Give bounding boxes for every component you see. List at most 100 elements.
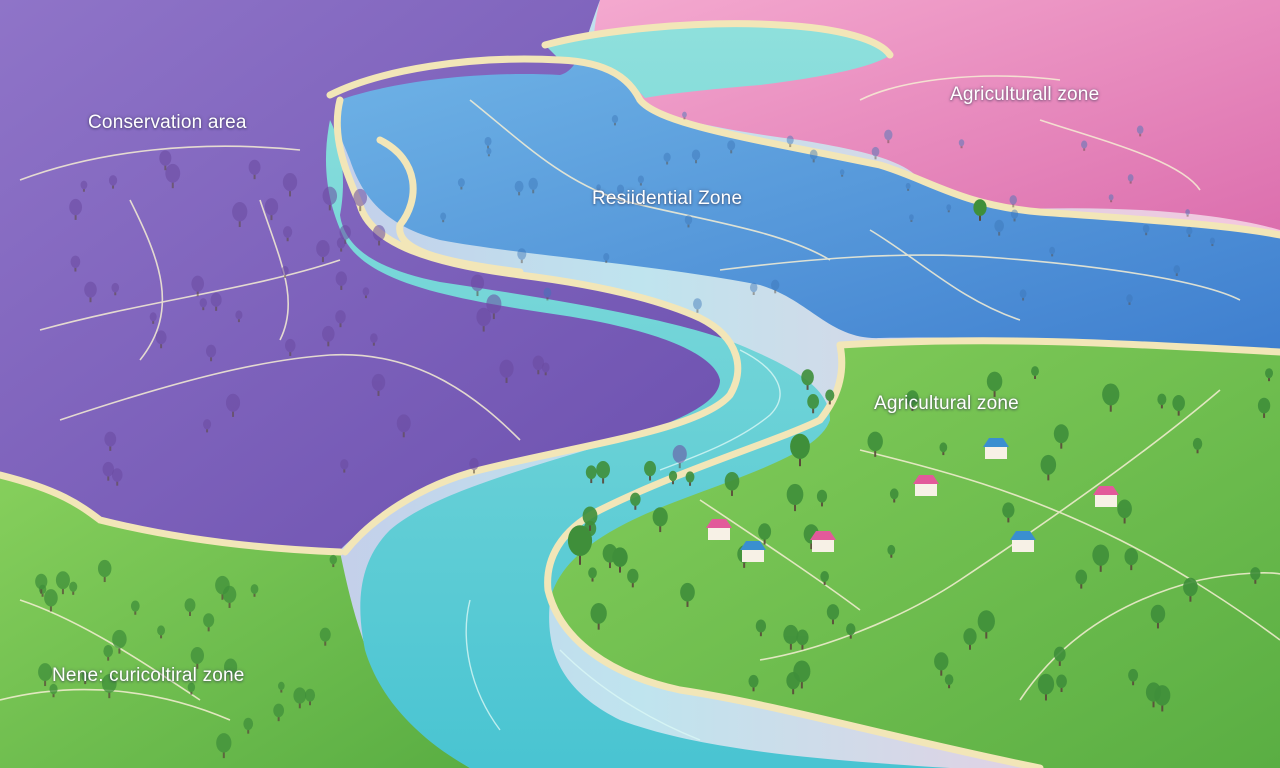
tree-icon [1037,673,1055,701]
tree-icon [281,266,289,278]
tree-icon [889,488,899,503]
tree-icon [250,584,259,597]
tree-icon [273,703,285,722]
tree-icon [958,139,965,149]
tree-icon [476,307,491,332]
tree-icon [1183,577,1198,602]
river-ripples [465,349,781,741]
tree-icon [322,325,335,347]
tree-icon [1209,237,1216,247]
tree-icon [909,214,914,222]
tree-icon [35,573,48,594]
tree-icon [232,202,248,228]
tree-icon [486,294,502,320]
house-layer [706,438,1119,562]
tree-icon [532,355,545,375]
tree-icon [283,226,293,242]
tree-icon [612,547,628,573]
tree-icon [203,613,215,632]
tree-icon [165,163,181,189]
house-icon [706,519,732,540]
tree-icon [329,554,338,568]
tree-icon [353,188,368,212]
tree-icon [111,282,120,296]
tree-icon [693,298,702,313]
tree-icon [939,442,948,456]
tree-icon [304,688,316,706]
tree-icon [672,444,687,469]
tree-icon [627,568,639,588]
tree-icon [826,604,840,625]
house-icon [913,475,939,496]
tree-icon [1192,437,1203,454]
tree-icon [1128,668,1139,686]
tree-icon [322,186,338,211]
tree-icon [884,129,893,144]
tree-icon [484,136,492,149]
tree-icon [469,457,479,474]
tree-icon [190,647,204,669]
tree-icon [223,658,238,681]
tree-icon [1049,246,1056,257]
tree-icon [801,369,814,390]
tree-icon [205,344,217,362]
tree-icon [278,681,285,693]
tree-icon [644,460,657,481]
tree-icon [1056,674,1067,693]
tree-icon [652,507,668,533]
tree-icon [340,459,349,473]
tree-icon [758,523,772,545]
tree-icon [222,585,237,608]
tree-icon [1053,646,1066,666]
house-icon [1093,486,1119,507]
tree-icon [816,489,828,507]
tree-icon [1108,194,1114,203]
zone-boundaries [0,20,1280,768]
tree-icon [946,204,952,213]
tree-icon [112,629,127,654]
tree-icon [1019,289,1027,301]
tree-icon [371,373,386,396]
tree-icon [1142,224,1150,236]
tree-icon [80,180,88,192]
tree-icon [1126,294,1133,305]
tree-icon [470,274,485,297]
tree-icon [293,687,307,709]
tree-icon [339,225,351,244]
tree-icon [582,506,598,531]
tree-icon [319,627,331,646]
tree-icon [1102,383,1120,412]
tree-icon [248,159,261,180]
tree-icon [370,333,378,346]
agricultural-zone-green-right [547,340,1280,768]
tree-icon [809,149,818,163]
tree-icon [603,253,610,263]
house-icon [1010,531,1036,552]
house-icon [740,541,766,562]
tree-icon [159,150,172,171]
tree-icon [1173,265,1181,276]
tree-icon [1257,397,1271,418]
tree-icon [748,674,759,692]
tree-icon [44,589,58,612]
tree-icon [362,287,370,299]
tree-icon [184,598,196,616]
tree-icon [210,292,222,311]
tree-icon [793,660,811,689]
tree-icon [335,310,346,328]
tree-icon [264,198,279,221]
tree-icon [1081,140,1088,151]
tree-icon [825,389,835,405]
tree-icon [84,281,97,303]
tree-icon [102,461,115,481]
tree-icon [611,115,619,126]
tree-icon [588,567,597,582]
tree-icon [668,470,678,485]
tree-icon [724,471,740,496]
tree-icon [807,394,820,414]
tree-icon [372,224,386,246]
tree-icon [616,184,625,197]
tree-icon [1075,569,1088,589]
tree-icon [1040,454,1057,481]
